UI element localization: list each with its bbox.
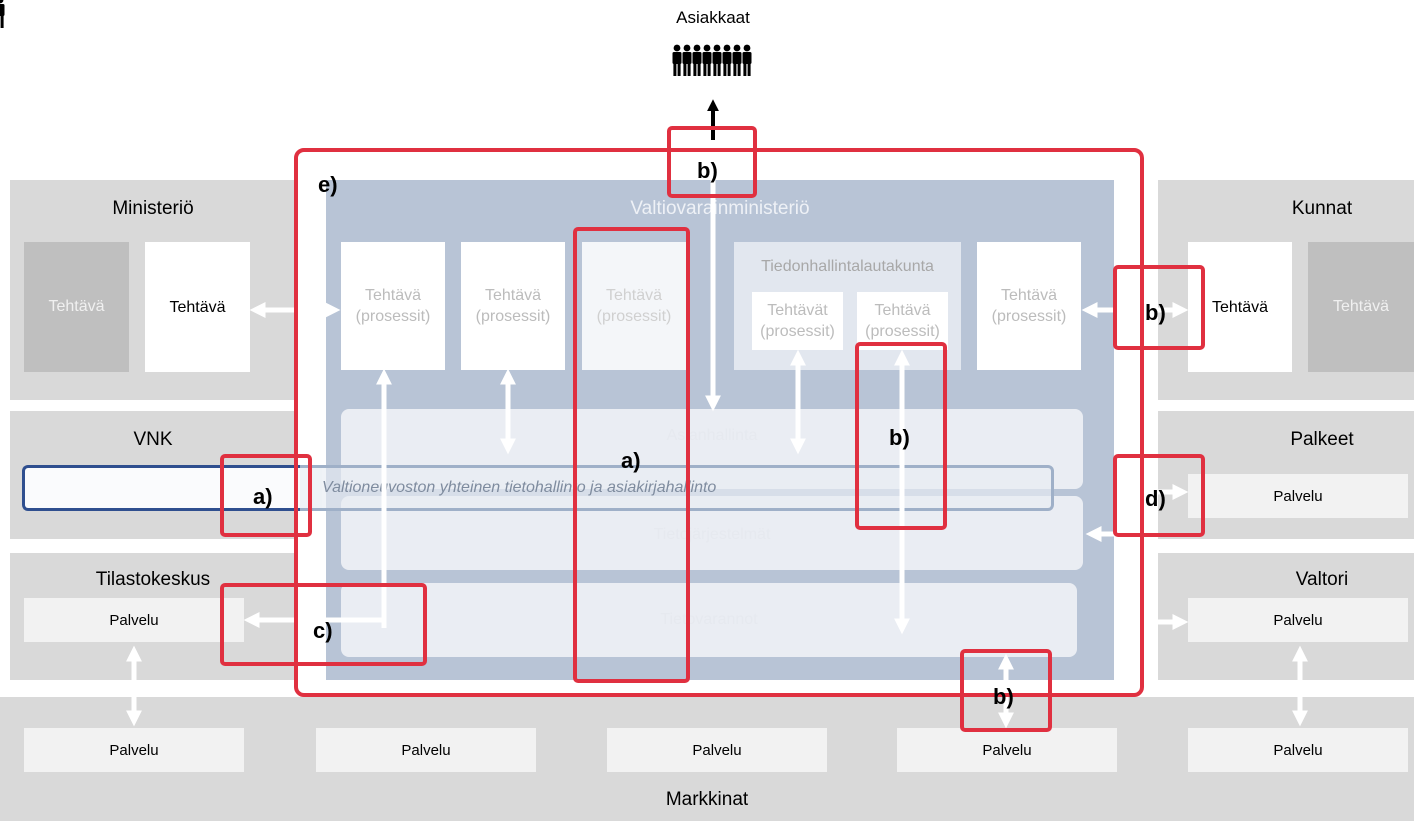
task-box-3-line2: (prosessit) (596, 308, 672, 325)
label-b-kunnat: b) (1145, 300, 1166, 325)
customers-icon (0, 0, 752, 76)
vnk-shared-bar-label: Valtioneuvoston yhteinen tietohallinto j… (322, 479, 717, 496)
market-service-4: Palvelu (897, 728, 1117, 772)
palkeet-title: Palkeet (1290, 429, 1354, 450)
label-b-market: b) (993, 684, 1014, 709)
valtori-service: Palvelu (1188, 598, 1408, 642)
task-box-1-line1: Tehtävä (364, 287, 422, 304)
board-task-2: Tehtävä (prosessit) (857, 292, 948, 350)
task-box-2-line1: Tehtävä (484, 287, 542, 304)
highlight-e-frame (294, 148, 1144, 697)
task-box-5-line1: Tehtävä (1000, 287, 1058, 304)
task-box-2-line2: (prosessit) (475, 308, 551, 325)
tiedonhallintalautakunta-title: Tiedonhallintalautakunta (761, 258, 934, 275)
tietovarannot-layer: Tietovarannot (341, 583, 1077, 657)
task-box-5-line2: (prosessit) (991, 308, 1067, 325)
ministerio-task-dark: Tehtävä (24, 242, 129, 372)
label-a-vnk: a) (253, 484, 273, 509)
tilastokeskus-title: Tilastokeskus (95, 569, 211, 590)
board-task-2-line2: (prosessit) (865, 323, 940, 340)
highlight-a-center (573, 227, 690, 683)
markkinat-title: Markkinat (665, 789, 749, 810)
label-a-center: a) (621, 448, 641, 473)
kunnat-task: Tehtävä (1188, 242, 1292, 372)
market-service-3: Palvelu (607, 728, 827, 772)
highlight-d-palkeet (1113, 454, 1205, 537)
label-d-palkeet: d) (1145, 486, 1166, 511)
highlight-b-kunnat (1113, 265, 1205, 350)
kunnat-task-dark: Tehtävä (1308, 242, 1414, 372)
kunnat-title: Kunnat (1291, 198, 1353, 219)
board-task-2-line1: Tehtävä (874, 302, 931, 319)
task-box-1-line2: (prosessit) (355, 308, 431, 325)
vnk-title: VNK (133, 429, 173, 450)
highlight-c-tilastokeskus (220, 583, 427, 666)
label-c-tilastokeskus: c) (313, 618, 333, 643)
task-box-5: Tehtävä (prosessit) (977, 242, 1081, 370)
market-service-1: Palvelu (24, 728, 244, 772)
vnk-shared-bar-left (22, 465, 322, 511)
vnk-shared-bar (300, 465, 1054, 511)
highlight-b-board (855, 342, 947, 530)
highlight-b-top (667, 126, 757, 198)
task-box-3-line1: Tehtävä (605, 287, 663, 304)
board-task-1: Tehtävät (prosessit) (752, 292, 843, 350)
label-b-top: b) (697, 158, 718, 183)
board-task-1-line1: Tehtävät (767, 302, 828, 319)
customers-label: Asiakkaat (676, 8, 750, 27)
tietovarannot-label: Tietovarannot (660, 611, 758, 628)
label-e: e) (318, 172, 338, 197)
valtiovarainministerio-title: Valtiovarainministeriö (630, 198, 810, 219)
market-service-5: Palvelu (1188, 728, 1408, 772)
market-service-2: Palvelu (316, 728, 536, 772)
highlight-a-vnk (220, 454, 312, 537)
label-b-board: b) (889, 425, 910, 450)
task-box-1: Tehtävä (prosessit) (341, 242, 445, 370)
ministerio-task: Tehtävä (145, 242, 250, 372)
tietojarjestelmat-label: Tietojärjestelmät (653, 526, 771, 543)
ministerio-title: Ministeriö (112, 198, 194, 219)
highlight-b-market (960, 649, 1052, 732)
board-task-1-line2: (prosessit) (760, 323, 835, 340)
palkeet-service: Palvelu (1188, 474, 1408, 518)
task-box-2: Tehtävä (prosessit) (461, 242, 565, 370)
tilastokeskus-service: Palvelu (24, 598, 244, 642)
valtori-title: Valtori (1295, 569, 1349, 590)
task-box-3: Tehtävä (prosessit) (582, 242, 686, 370)
